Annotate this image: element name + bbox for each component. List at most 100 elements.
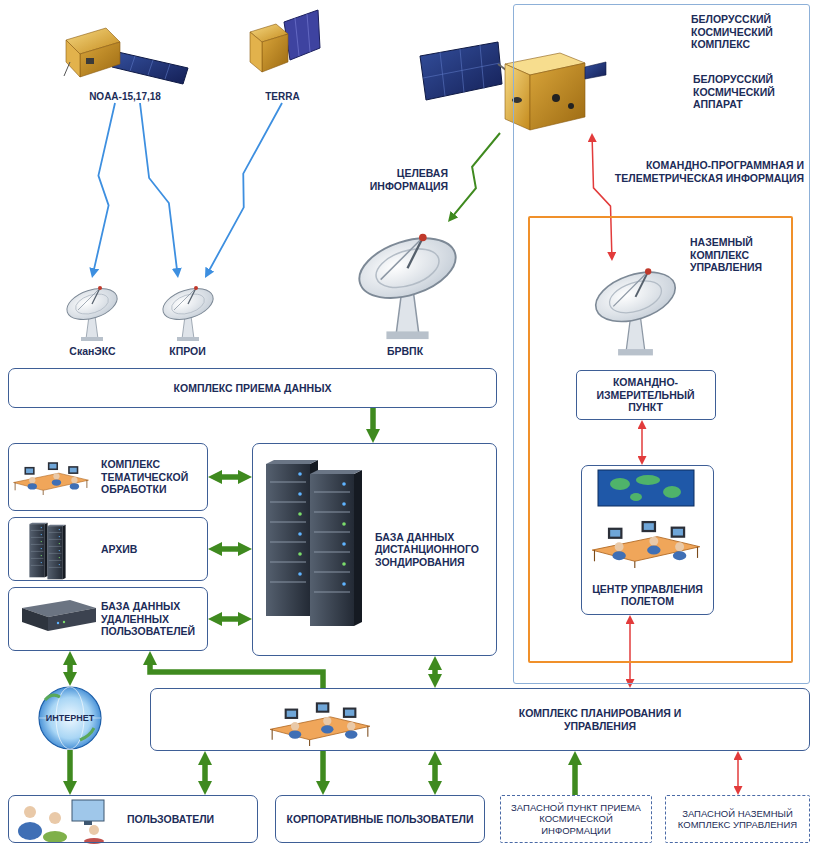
belarus-satellite-part — [505, 64, 530, 130]
user-box: ПОЛЬЗОВАТЕЛИ — [8, 795, 258, 843]
noaa-satellite-part — [130, 56, 135, 71]
belarus-satellite-part — [420, 42, 502, 100]
user-box: КОРПОРАТИВНЫЕ ПОЛЬЗОВАТЕЛИ — [275, 795, 485, 843]
control-center-map-part — [610, 478, 630, 490]
node-label: NOAA-15,17,18 — [89, 91, 161, 103]
belarus-satellite-part — [568, 103, 574, 109]
connector-arrow — [140, 103, 178, 274]
workstation-icon — [14, 462, 89, 495]
node-label: АРХИВ — [101, 543, 137, 556]
control-center-map-part — [663, 486, 681, 498]
belarus-satellite-part — [460, 49, 464, 93]
terra-satellite — [250, 10, 320, 72]
noaa-satellite-part — [148, 60, 153, 75]
satellite-node: NOAA-15,17,18 — [60, 12, 190, 103]
connector-arrow — [215, 546, 245, 552]
node-label: БЕЛОРУССКИЙ КОСМИЧЕСКИЙ КОМПЛЕКС — [691, 13, 803, 51]
satellite-node: TERRA — [235, 8, 330, 103]
noaa-satellite — [64, 28, 188, 84]
edge-label: КОМАНДНО-ПРОГРАММНАЯ И ТЕЛЕМЕТРИЧЕСКАЯ И… — [606, 158, 806, 185]
users-icon-part — [72, 800, 104, 821]
noaa-satellite-part — [112, 52, 188, 84]
node-label: КОМАНДНО-ИЗМЕРИТЕЛЬНЫЙ ПУНКТ — [576, 370, 716, 420]
reserve-box: ЗАПАСНОЙ ПУНКТ ПРИЕМА КОСМИЧЕСКОЙ ИНФОРМ… — [500, 795, 652, 843]
users-icon-part — [89, 825, 99, 835]
antenna-icon — [352, 227, 463, 339]
users-icon-part — [49, 812, 61, 824]
terra-satellite-part — [250, 32, 262, 72]
connector-arrow — [215, 474, 245, 480]
storage-device-icon-part — [63, 621, 65, 623]
storage-device-icon-part — [48, 608, 96, 631]
connector-arrow — [320, 751, 326, 788]
users-icon-part — [24, 806, 36, 818]
satellite-node: БЕЛОРУССКИЙ КОСМИЧЕСКИЙ АППАРАТ — [419, 51, 811, 133]
node-label: КОРПОРАТИВНЫЕ ПОЛЬЗОВАТЕЛИ — [287, 813, 474, 826]
terra-satellite-part — [262, 34, 288, 72]
users-icon — [18, 800, 104, 844]
noaa-satellite-part — [64, 62, 70, 76]
connector-arrow — [572, 758, 578, 795]
users-icon-part — [84, 838, 104, 844]
connector-arrow — [215, 616, 245, 622]
storage-device-icon-part — [22, 608, 48, 631]
node-label: НАЗЕМНЫЙ КОМПЛЕКС УПРАВЛЕНИЯ — [690, 236, 785, 274]
process-box: КОМПЛЕКС ПЛАНИРОВАНИЯ И УПРАВЛЕНИЯ — [150, 688, 810, 751]
node-label: БРВПК — [387, 345, 423, 358]
reserve-box: ЗАПАСНОЙ НАЗЕМНЫЙ КОМПЛЕКС УПРАВЛЕНИЯ — [665, 795, 810, 843]
noaa-satellite-part — [165, 64, 170, 79]
antenna-icon — [159, 283, 217, 341]
antenna-node: БРВПК — [340, 222, 470, 358]
internet-globe-part — [39, 687, 101, 749]
users-icon-part — [18, 822, 42, 840]
users-icon-part — [84, 821, 92, 825]
node-label: ИНТЕРНЕТ — [46, 713, 94, 724]
node-label: СканЭКС — [69, 345, 115, 358]
node-label: БАЗА ДАННЫХ ДИСТАНЦИОННОГО ЗОНДИРОВАНИЯ — [375, 531, 492, 569]
terra-satellite-part — [295, 18, 299, 56]
connector-arrow — [67, 750, 73, 788]
server-icon — [310, 470, 362, 626]
node-label: TERRA — [265, 91, 299, 103]
node-label: ЦЕНТР УПРАВЛЕНИЯ ПОЛЕТОМ — [586, 583, 709, 608]
belarus-satellite-part — [552, 94, 560, 102]
storage-device-icon-part — [57, 622, 59, 624]
node-label: КОМПЛЕКС ПРИЕМА ДАННЫХ — [174, 382, 332, 395]
internet-globe-part — [80, 728, 94, 740]
storage-device-icon — [22, 600, 96, 631]
connector-arrow — [641, 424, 643, 461]
internet-circle: ИНТЕРНЕТ — [38, 686, 102, 750]
process-box: КОМПЛЕКС ПРИЕМА ДАННЫХ — [8, 368, 497, 408]
node-label: КОМПЛЕКС ПЛАНИРОВАНИЯ И УПРАВЛЕНИЯ — [500, 707, 700, 732]
noaa-satellite-part — [66, 40, 80, 77]
edge-label: ЦЕЛЕВАЯ ИНФОРМАЦИЯ — [360, 166, 450, 193]
connector-arrow — [432, 758, 438, 788]
workstation-icon — [270, 702, 370, 746]
region-box: БЕЛОРУССКИЙ КОСМИЧЕСКИЙ КОМПЛЕКСБЕЛОРУСС… — [513, 4, 810, 684]
group-box: НАЗЕМНЫЙ КОМПЛЕКС УПРАВЛЕНИЯ КОМАНДНО-ИЗМ… — [528, 216, 793, 663]
connector-arrow — [67, 658, 73, 679]
connector-arrow — [93, 103, 115, 274]
server-icon — [29, 523, 47, 578]
internet-globe-part — [45, 695, 60, 700]
connector-arrow — [150, 658, 323, 688]
connector-arrow — [432, 663, 438, 681]
node-label: КОМПЛЕКС ТЕМАТИЧЕСКОЙ ОБРАБОТКИ — [101, 458, 203, 496]
terra-satellite-part — [284, 10, 320, 60]
control-center-map-part — [598, 470, 694, 506]
belarus-satellite-part — [585, 62, 606, 79]
users-icon-part — [43, 831, 67, 843]
terra-satellite-part — [307, 14, 310, 52]
node-label: БАЗА ДАННЫХ УДАЛЕННЫХ ПОЛЬЗОВАТЕЛЕЙ — [101, 600, 203, 638]
process-box: АРХИВ — [8, 517, 208, 581]
node-label: ПОЛЬЗОВАТЕЛИ — [127, 813, 214, 826]
node-label: КПРОИ — [169, 345, 206, 358]
control-center-map-part — [630, 493, 642, 501]
antenna-node: СканЭКС — [50, 278, 135, 358]
connector-arrow — [207, 103, 282, 274]
belarus-satellite-part — [423, 63, 500, 78]
noaa-satellite-part — [80, 42, 120, 77]
